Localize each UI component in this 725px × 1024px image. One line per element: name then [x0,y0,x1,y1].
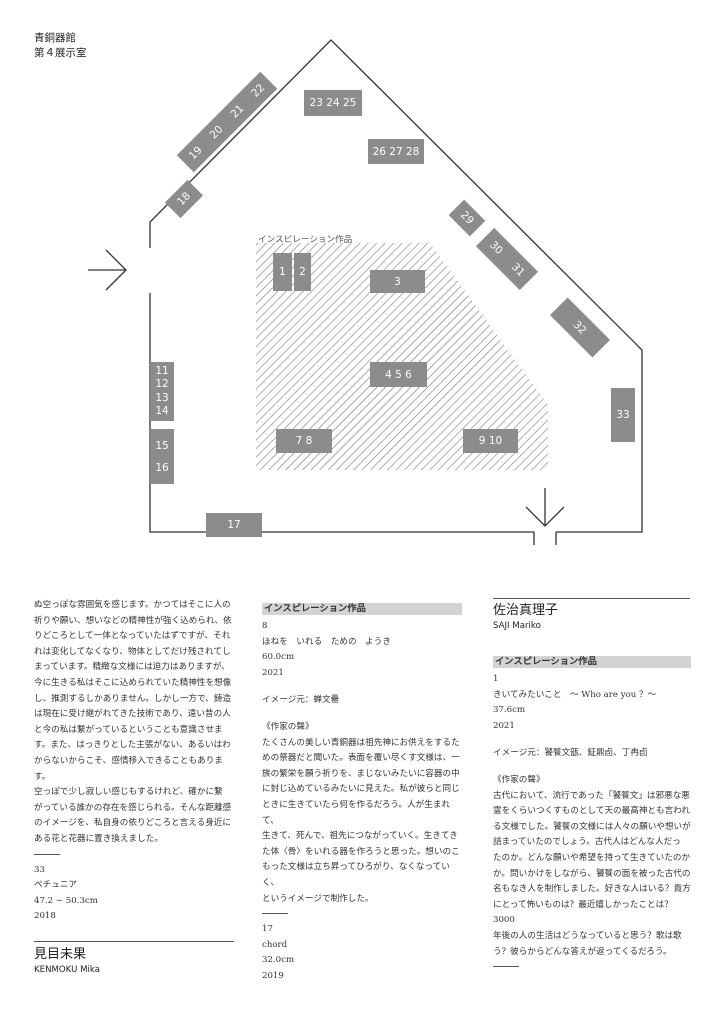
text-line: 詰まっていたのでしょう。古代人はどんな人だっ [493,837,681,848]
text-line: 年後の人の生活はどうなっていると思う？歌は歌 [493,930,682,941]
case-7-8: 7 8 [276,429,332,453]
insp-year: 2021 [262,667,284,678]
text-line: ときに生きていたら何を作るだろう。人が生まれて、 [262,799,451,826]
artist-statement: ぬ空っぽな雰囲気を感じます。かつてはそこに人の祈りや願い、想いなどの精神性が強く… [34,598,234,848]
insp-year: 2021 [493,720,515,731]
artist-divider [34,941,234,942]
artist-block-kenmoku: 見目未果 KENMOKU Mika [34,946,100,976]
inspiration-area-label: インスピレーション作品 [258,235,353,245]
text-line: からないからこそ、感情移入できることもあります。 [34,755,223,782]
text-line: まっています。精緻な文様には迫力はありますが、 [34,662,230,673]
text-line: ぬ空っぽな雰囲気を感じます。かつてはそこに人の [34,600,231,610]
text-line: 祈りや願い、想いなどの精神性が強く込められ、依 [34,615,232,626]
insp-number: 8 [262,621,268,631]
case-23-24-25: 23 24 25 [304,90,362,116]
divider [262,913,288,915]
divider [493,966,519,968]
text-line: たのか。どんな願いや希望を持って生きていたのか [493,852,691,863]
text-line: にとって怖いものは？最近嬉しかったことは？3000 [493,899,673,926]
inspiration-label: インスピレーション作品 [493,656,691,668]
artist-name: 見目未果 [34,947,87,962]
divider [34,853,60,855]
text-line: れは変化してなくなり、物体としてだけ残されてし [34,646,231,657]
text-line: る文様でした。饕餮の文様には人々の願いや想いが [493,821,691,832]
text-line: 古代において、流行であった「饕餮文」は邪悪な悪 [493,790,690,801]
column-kenmoku: ぬ空っぽな雰囲気を感じます。かつてはそこに人の祈りや願い、想いなどの精神性が強く… [34,598,234,925]
text-line: 今に生きる私はそこに込められていた精神性を想像 [34,677,232,688]
text-line: 名もなき人を制作しました。好きな人はいる？貴方 [493,884,691,895]
artist-voice: 古代において、流行であった「饕餮文」は邪悪な悪霊をくらいつくすものとして天の最高… [493,789,691,961]
voice-heading: 《作家の聲》 [262,721,314,732]
text-line: がっている誰かの存在を感じられる。そんな距離感 [34,802,232,813]
exit-arrow-icon [525,488,565,527]
case-1: 1 [273,253,292,291]
case-2: 2 [294,253,311,291]
artist-roman: KENMOKU Mika [34,965,100,975]
image-source: イメージ元：蝉文罍 [262,695,340,706]
column-inspiration-8: インスピレーション作品 8 ほねを いれる ための ようき 60.0cm 202… [262,603,462,984]
text-line: というイメージで制作した。 [262,893,374,904]
text-line: のイメージを、私自身の依りどころと言える身近に [34,818,231,829]
text-line: し、推測するしかありません。しかし一方で、鋳造 [34,693,232,704]
text-line: と今の私は繋がっているということも意識させま [34,724,223,735]
work-number: 17 [262,924,273,935]
text-line: 生きて、死んで、祖先につながっていく。生きてき [262,831,458,842]
work-year: 2018 [34,911,56,922]
work-size: 32.0cm [262,955,295,966]
column-saji: 佐治真理子 SAJI Mariko インスピレーション作品 1 きいてみたいこと… [493,602,691,975]
inspiration-area [256,243,548,470]
insp-size: 60.0cm [262,652,295,663]
image-source: イメージ元：饕餮文瓿、鉦鼎卣、丁冉卣 [493,748,648,759]
text-line: た体〈骨〉をいれる器を作ろうと思った。想いのこ [262,846,460,857]
text-line: に封じ込めているみたいに見えた。私が彼らと同じ [262,784,460,795]
case-11-14: 11 12 13 14 [150,362,174,421]
entrance-arrow-icon [88,249,127,291]
text-line: 霊をくらいつくすものとして天の最高神とも言われ [493,806,690,817]
insp-number: 1 [493,674,499,684]
building-name: 青銅器館 [34,32,76,44]
text-line: 空っぽで少し寂しい感じもするけれど、確かに繋 [34,787,223,798]
text-line: う？彼らからどんな答えが返ってくるだろう。 [493,946,672,957]
text-line: は現在に受け継がれてきた技術であり、遠い昔の人 [34,709,231,720]
case-3: 3 [370,270,425,293]
text-line: か。問いかけをしながら、饕餮の面を被った古代の [493,868,691,879]
artist-roman: SAJI Mariko [493,621,541,631]
artist-name: 佐治真理子 [493,603,559,618]
work-size: 47.2 ~ 50.3cm [34,895,98,906]
room-header: 青銅器館 第４展示室 [34,31,87,61]
insp-title: きいてみたいこと ～ Who are you ？～ [493,689,657,700]
text-line: もった文様は立ち昇ってひろがり、なくなっていく、 [262,862,450,888]
room-name: 第４展示室 [34,47,87,59]
work-year: 2019 [262,970,284,981]
text-line: りどころとして一体となっていたはずですが、それ [34,631,231,642]
gallery-wall [149,39,643,533]
work-number: 33 [34,864,45,875]
work-title: ペチュニア [34,880,77,891]
insp-size: 37.6cm [493,705,526,716]
text-line: す。また、はっきりとした主張がない、あるいはわ [34,740,231,751]
text-line: ある花と花器に置き換えました。 [34,833,163,844]
voice-heading: 《作家の聲》 [493,774,545,785]
text-line: めの祭器だと聞いた。表面を覆い尽くす文様は、一 [262,753,460,764]
artist-voice: たくさんの美しい青銅器は祖先神にお供えをするための祭器だと聞いた。表面を覆い尽く… [262,736,462,908]
case-17: 17 [206,513,262,537]
floor-plan [88,39,643,545]
text-line: 族の繁栄を願う祈りを、まじないみたいに容器の中 [262,768,460,779]
inspiration-label: インスピレーション作品 [262,603,462,615]
artist-divider [493,598,690,599]
work-title: chord [262,939,288,950]
case-9-10: 9 10 [463,429,518,453]
case-26-27-28: 26 27 28 [368,139,424,164]
text-line: たくさんの美しい青銅器は祖先神にお供えをするた [262,737,460,748]
case-4-5-6: 4 5 6 [370,362,427,387]
insp-title: ほねを いれる ための ようき [262,636,391,647]
case-33: 33 [611,388,635,442]
case-15-16: 15 16 [150,429,174,484]
